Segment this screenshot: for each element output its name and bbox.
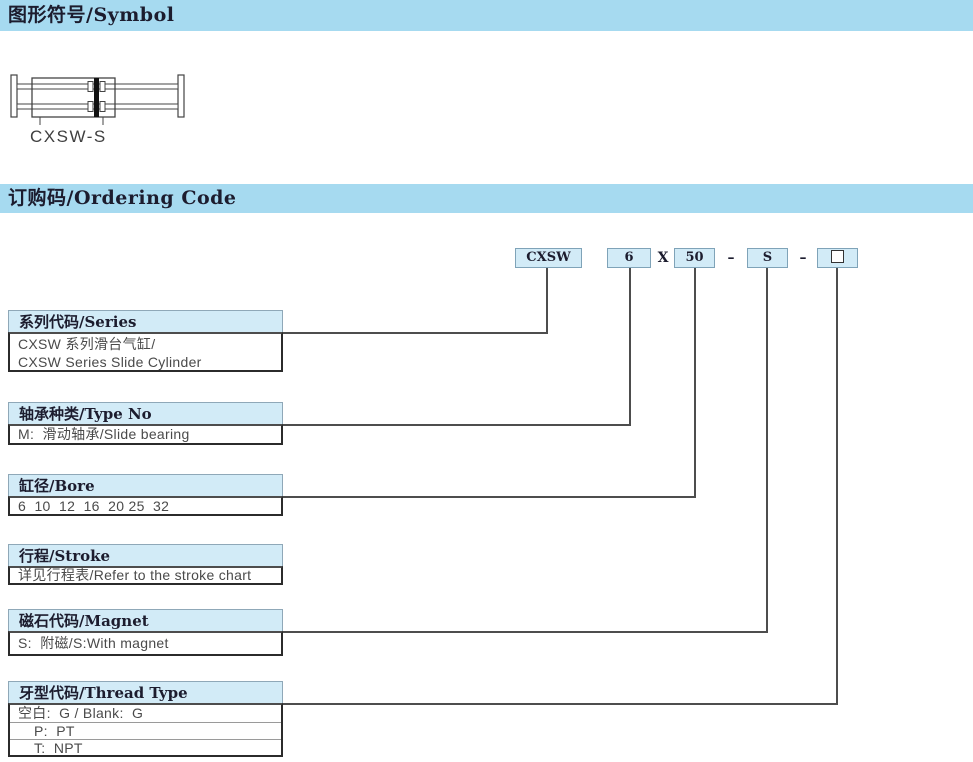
section-title-ordering: 订购码/Ordering Code	[8, 187, 237, 209]
spec-table-typeno: 轴承种类/Type No M: 滑动轴承/Slide bearing	[8, 402, 283, 445]
table-header-magnet: 磁石代码/Magnet	[8, 609, 283, 631]
cylinder-body	[31, 77, 116, 118]
table-cell: S: 附磁/S:With magnet	[18, 635, 169, 651]
table-header-thread: 牙型代码/Thread Type	[8, 681, 283, 703]
connector-vline-magnet	[766, 268, 768, 633]
table-cell: T: NPT	[10, 739, 281, 756]
right-end-plate	[177, 74, 185, 118]
table-cell: CXSW Series Slide Cylinder	[18, 354, 202, 370]
code-box-series: CXSW	[515, 248, 582, 268]
slide-cylinder-symbol	[10, 74, 185, 125]
code-dash-2: –	[799, 250, 807, 266]
code-dash-1: –	[727, 250, 735, 266]
table-header-stroke: 行程/Stroke	[8, 544, 283, 566]
spec-table-bore: 缸径/Bore 6 10 12 16 20 25 32	[8, 474, 283, 516]
code-separator-x: X	[657, 250, 669, 266]
connector-hline-thread	[283, 703, 838, 705]
symbol-label: CXSW-S	[30, 127, 107, 146]
table-cell: 详见行程表/Refer to the stroke chart	[18, 567, 252, 583]
code-box-bore: 6	[607, 248, 651, 268]
left-end-plate	[10, 74, 18, 118]
connector-hline-bore	[283, 496, 696, 498]
piston-bar	[94, 78, 99, 117]
table-header-series: 系列代码/Series	[8, 310, 283, 332]
connector-vline-series	[546, 268, 548, 334]
section-title-symbol: 图形符号/Symbol	[8, 4, 175, 26]
table-cell: P: PT	[10, 722, 281, 739]
table-header-typeno: 轴承种类/Type No	[8, 402, 283, 424]
table-header-bore: 缸径/Bore	[8, 474, 283, 496]
connector-vline-typeno	[629, 268, 631, 426]
code-box-thread	[817, 248, 858, 268]
connector-vline-thread	[836, 268, 838, 705]
connector-hline-typeno	[283, 424, 631, 426]
section-header-symbol: 图形符号/Symbol	[0, 0, 973, 31]
connector-hline-magnet	[283, 631, 768, 633]
spec-table-series: 系列代码/Series CXSW 系列滑台气缸/ CXSW Series Sli…	[8, 310, 283, 372]
connector-vline-bore	[694, 268, 696, 498]
blank-square-icon	[831, 249, 844, 263]
connector-hline-series	[283, 332, 548, 334]
table-cell: CXSW 系列滑台气缸/	[18, 336, 156, 352]
code-box-magnet: S	[747, 248, 788, 268]
table-cell: M: 滑动轴承/Slide bearing	[18, 426, 190, 442]
table-cell: 空白: G / Blank: G	[18, 705, 144, 721]
spec-table-magnet: 磁石代码/Magnet S: 附磁/S:With magnet	[8, 609, 283, 656]
spec-table-thread: 牙型代码/Thread Type 空白: G / Blank: G P: PT …	[8, 681, 283, 757]
spec-table-stroke: 行程/Stroke 详见行程表/Refer to the stroke char…	[8, 544, 283, 585]
table-cell: 6 10 12 16 20 25 32	[18, 498, 170, 514]
section-header-ordering: 订购码/Ordering Code	[0, 184, 973, 213]
code-box-stroke: 50	[674, 248, 715, 268]
